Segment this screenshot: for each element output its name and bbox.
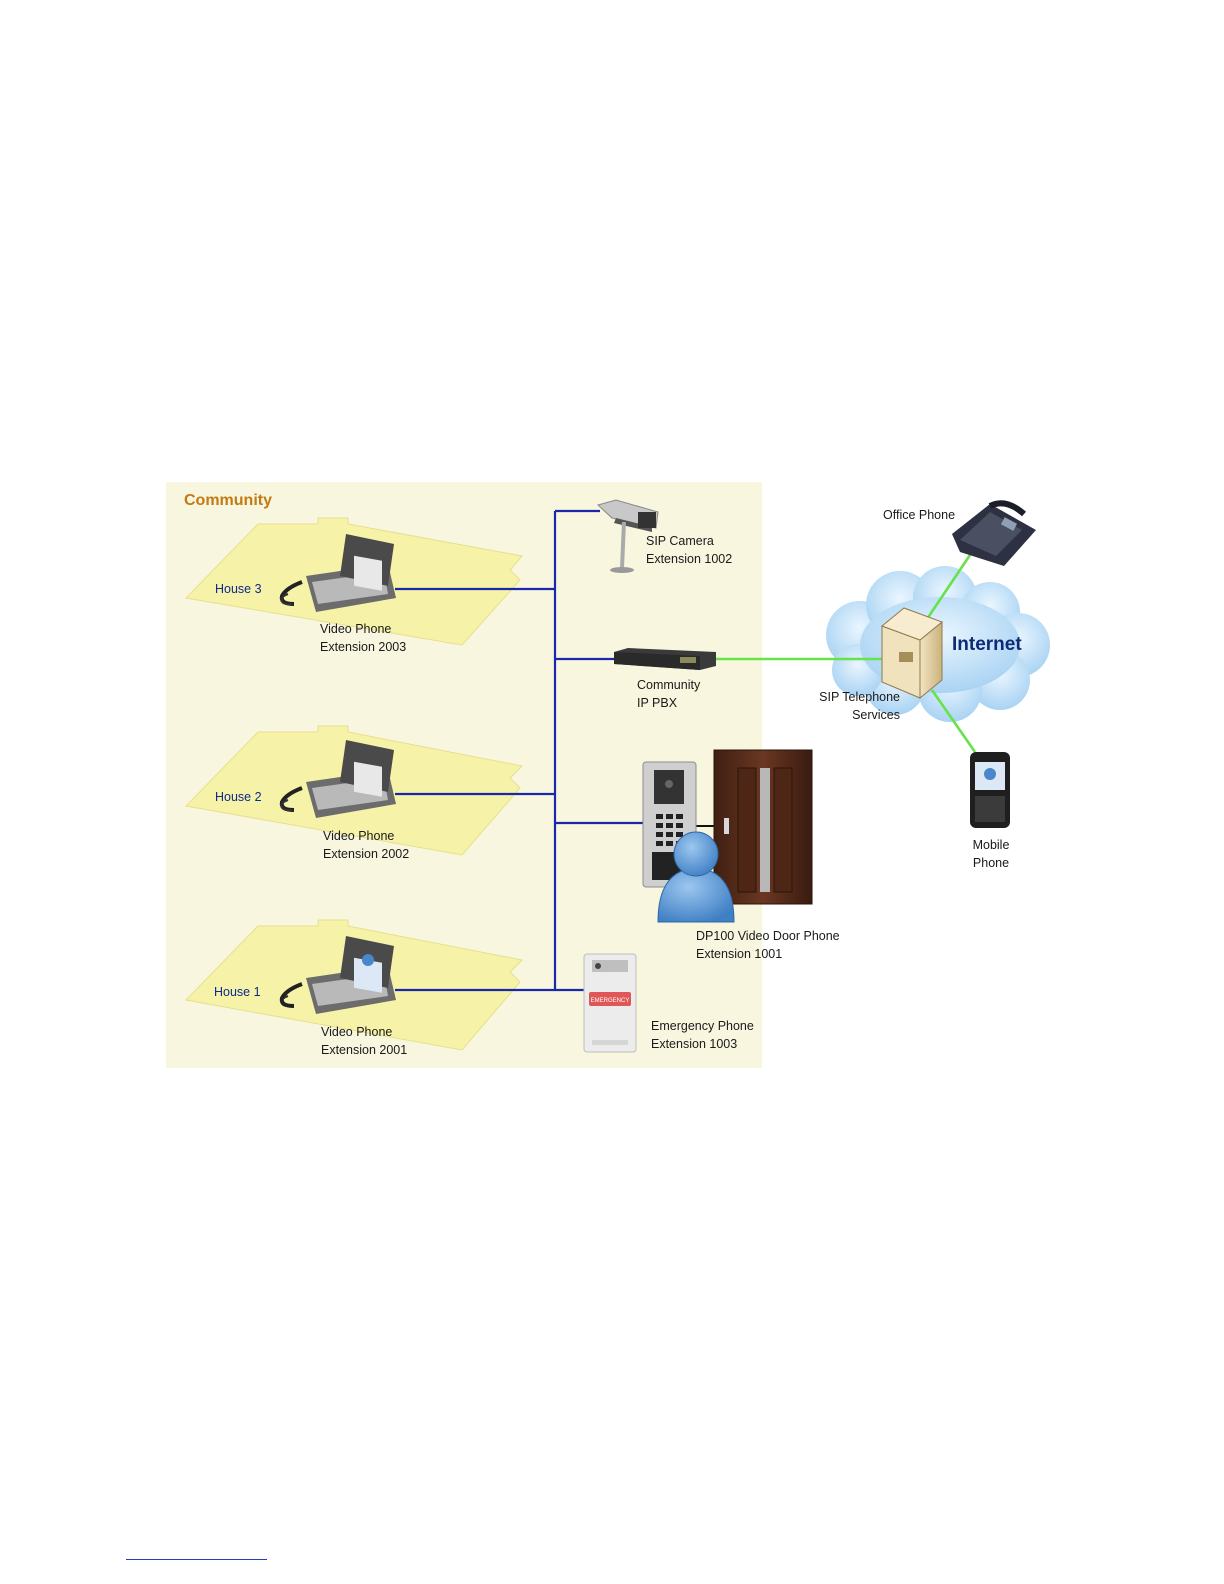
device-extension: Extension 2003 <box>320 638 406 656</box>
house-3-label: House 3 <box>215 582 262 596</box>
community-title: Community <box>184 492 272 510</box>
office-phone-icon <box>952 503 1036 566</box>
emergency-sign-text: EMERGENCY <box>591 998 630 1004</box>
device-name: DP100 Video Door Phone <box>696 927 840 945</box>
device-extension: Extension 1001 <box>696 945 840 963</box>
video-phone-2001-label: Video Phone Extension 2001 <box>321 1023 407 1059</box>
sip-camera-label: SIP Camera Extension 1002 <box>646 532 732 568</box>
mobile-phone-label: Mobile Phone <box>966 836 1016 872</box>
service-name-line1: SIP Telephone <box>818 688 900 706</box>
emergency-phone-label: Emergency Phone Extension 1003 <box>651 1017 754 1053</box>
device-extension: Extension 1002 <box>646 550 732 568</box>
mobile-line1: Mobile <box>966 836 1016 854</box>
ip-pbx-label: Community IP PBX <box>637 676 700 712</box>
mobile-line2: Phone <box>966 854 1016 872</box>
sip-server-icon <box>882 608 942 698</box>
house-1-label: House 1 <box>214 985 261 999</box>
device-extension: Extension 2002 <box>323 845 409 863</box>
door-phone-label: DP100 Video Door Phone Extension 1001 <box>696 927 840 963</box>
device-extension: Extension 2001 <box>321 1041 407 1059</box>
house-2-label: House 2 <box>215 790 262 804</box>
video-phone-2003-label: Video Phone Extension 2003 <box>320 620 406 656</box>
device-name: Video Phone <box>323 827 409 845</box>
device-name: Emergency Phone <box>651 1017 754 1035</box>
device-extension: Extension 1003 <box>651 1035 754 1053</box>
device-name: Video Phone <box>321 1023 407 1041</box>
office-phone-label: Office Phone <box>883 506 955 524</box>
sip-services-label: SIP Telephone Services <box>818 688 900 724</box>
door-icon <box>714 750 812 904</box>
device-name: SIP Camera <box>646 532 732 550</box>
service-name-line2: Services <box>818 706 900 724</box>
internet-label: Internet <box>952 634 1022 656</box>
footnote-separator <box>126 1559 267 1560</box>
mobile-phone-icon <box>970 752 1010 828</box>
video-phone-2002-label: Video Phone Extension 2002 <box>323 827 409 863</box>
device-name-line2: IP PBX <box>637 694 700 712</box>
device-name-line1: Community <box>637 676 700 694</box>
emergency-phone-icon: EMERGENCY <box>584 954 636 1052</box>
device-name: Video Phone <box>320 620 406 638</box>
